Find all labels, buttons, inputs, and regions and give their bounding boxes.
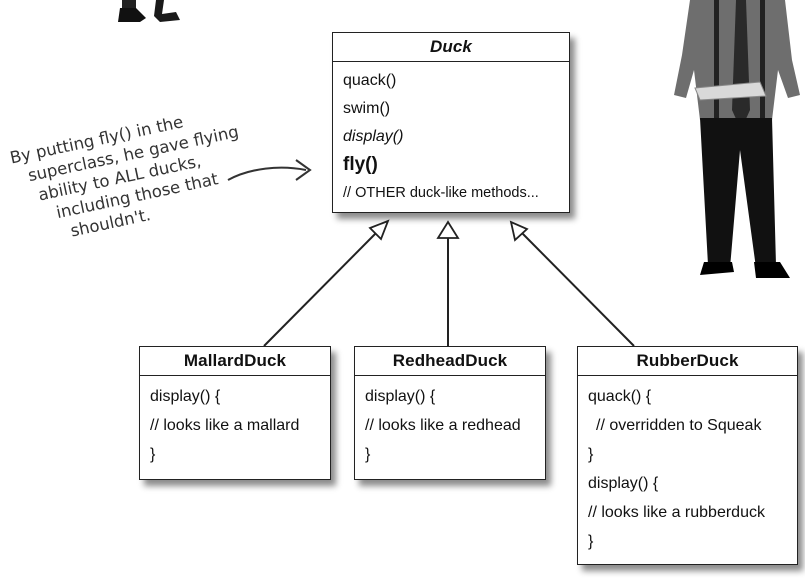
- code-line: quack() {: [588, 388, 652, 405]
- redhead-inheritance-arrowhead: [436, 220, 460, 239]
- code-line: // overridden to Squeak: [596, 417, 762, 434]
- mallard-inheritance-arrowhead: [368, 219, 390, 241]
- method-display: display(): [343, 128, 404, 145]
- method-fly: fly(): [343, 154, 378, 175]
- method-quack: quack(): [343, 72, 397, 89]
- rubber-inheritance-line: [520, 231, 635, 347]
- duck-class: Duck quack() swim() display() fly() // O…: [332, 32, 570, 213]
- redhead-duck-class-name: RedheadDuck: [355, 347, 545, 376]
- duck-class-name: Duck: [333, 33, 569, 62]
- rubber-duck-class-name: RubberDuck: [578, 347, 797, 376]
- code-line: }: [150, 446, 156, 463]
- code-line: }: [588, 446, 594, 463]
- mallard-duck-class-name: MallardDuck: [140, 347, 330, 376]
- code-line: }: [365, 446, 371, 463]
- redhead-duck-class: RedheadDuck display() { // looks like a …: [354, 346, 546, 480]
- method-other: // OTHER duck-like methods...: [343, 185, 539, 201]
- person-figure-left: [118, 0, 180, 22]
- code-line: // looks like a mallard: [150, 417, 300, 434]
- person-figure-right: [674, 0, 800, 278]
- code-line: // looks like a redhead: [365, 417, 521, 434]
- rubber-duck-class: RubberDuck quack() { // overridden to Sq…: [577, 346, 798, 565]
- code-line: // looks like a rubberduck: [588, 504, 765, 521]
- mallard-duck-class: MallardDuck display() { // looks like a …: [139, 346, 331, 480]
- code-line: display() {: [150, 388, 221, 405]
- rubber-inheritance-arrowhead: [509, 220, 529, 242]
- note-arrow: [227, 166, 307, 181]
- mallard-inheritance-line: [263, 227, 382, 347]
- note-arrow-head: [295, 159, 312, 181]
- code-line: display() {: [588, 475, 659, 492]
- method-swim: swim(): [343, 100, 391, 117]
- code-line: }: [588, 533, 594, 550]
- code-line: display() {: [365, 388, 436, 405]
